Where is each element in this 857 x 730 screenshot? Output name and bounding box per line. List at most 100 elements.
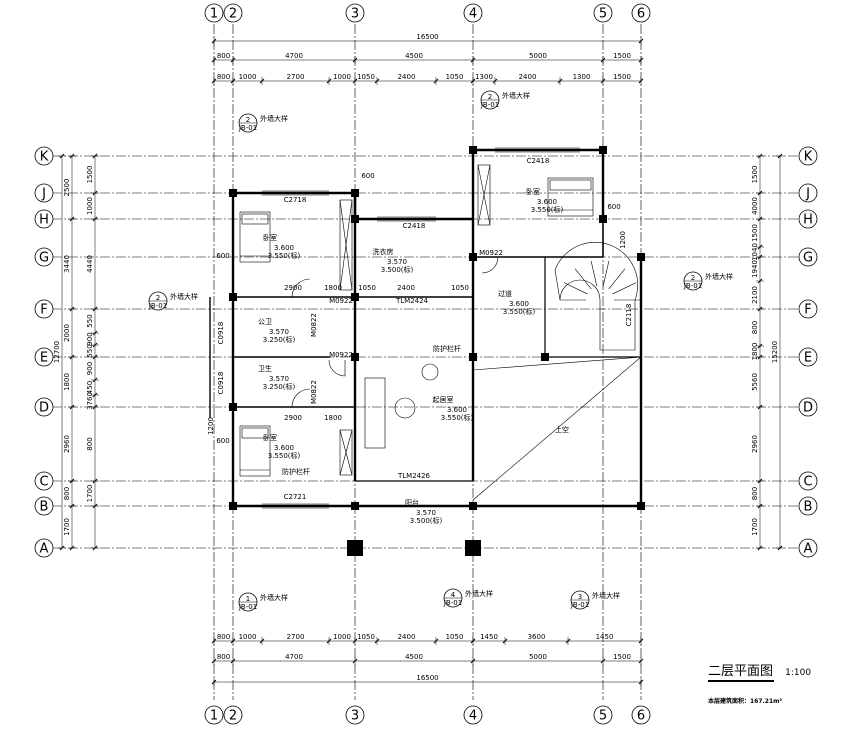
axis-bubble: 5 bbox=[593, 3, 613, 23]
axis-label: E bbox=[40, 351, 48, 366]
axis-bubble: F bbox=[34, 299, 54, 319]
axis-label: 6 bbox=[637, 7, 645, 22]
door-code: M0922 bbox=[329, 297, 353, 305]
axis-label: H bbox=[803, 213, 813, 228]
dim-right-outer: 1940 bbox=[751, 260, 759, 278]
dim-slash bbox=[352, 78, 358, 84]
axis-bubble: K bbox=[34, 146, 54, 166]
room-elev-study: 3.600 bbox=[447, 406, 467, 414]
axis-circle bbox=[631, 705, 651, 725]
dim-bottom-row1: 1000 bbox=[239, 633, 257, 641]
dim-slash bbox=[600, 658, 606, 664]
axis-bubble: B bbox=[798, 496, 818, 516]
axis-circle bbox=[345, 3, 365, 23]
axis-circle bbox=[34, 496, 54, 516]
dim-slash bbox=[259, 78, 265, 84]
dim-slash bbox=[69, 545, 75, 551]
dim-slash bbox=[374, 638, 380, 644]
dim-slash bbox=[92, 392, 98, 398]
window-code: C2418 bbox=[403, 222, 426, 230]
dim-slash bbox=[374, 78, 380, 84]
column bbox=[351, 189, 359, 197]
room-name-bath1: 公卫 bbox=[258, 318, 272, 326]
axis-bubble: F bbox=[798, 299, 818, 319]
bed bbox=[547, 177, 594, 217]
dim-slash bbox=[92, 404, 98, 410]
room-name-balcony: 阳台 bbox=[405, 498, 419, 507]
dim-top-row3: 1500 bbox=[613, 73, 631, 81]
axis-circle bbox=[463, 3, 483, 23]
axis-bubble: D bbox=[798, 397, 818, 417]
dim-bottom-row1: 2700 bbox=[287, 633, 305, 641]
axis-circle bbox=[345, 705, 365, 725]
dim-slash bbox=[59, 153, 65, 159]
dim-top-row3: 1050 bbox=[357, 73, 375, 81]
dim-top-row3: 2700 bbox=[287, 73, 305, 81]
axis-bubble: A bbox=[798, 538, 818, 558]
void-diagonal bbox=[472, 356, 642, 501]
column bbox=[465, 540, 481, 556]
dim-slash bbox=[92, 216, 98, 222]
dim-right-outer: 1500 bbox=[751, 224, 759, 242]
dim-slash bbox=[211, 658, 217, 664]
column bbox=[637, 502, 645, 510]
dim-left-mid: 1700 bbox=[86, 485, 94, 503]
window-c2718 bbox=[262, 190, 329, 196]
axis-bubble: H bbox=[34, 209, 54, 229]
callout-num: 2 bbox=[488, 93, 492, 101]
dim-right-outer: 800 bbox=[751, 321, 759, 334]
wardrobe-x bbox=[339, 199, 353, 291]
dim-slash bbox=[638, 658, 644, 664]
dim-right-outer: 1700 bbox=[751, 518, 759, 536]
door-swing bbox=[481, 256, 499, 274]
dim-interior: 2900 bbox=[284, 284, 302, 292]
room-name-bath2: 卫生 bbox=[258, 364, 272, 373]
dim-slash bbox=[59, 545, 65, 551]
dim-bottom-row1: 1000 bbox=[333, 633, 351, 641]
axis-circle bbox=[798, 183, 818, 203]
dim-top-row3: 2400 bbox=[519, 73, 537, 81]
rail-label: 防护栏杆 bbox=[433, 344, 461, 353]
dim-left-mid: 800 bbox=[86, 437, 94, 450]
axis-bubble: E bbox=[798, 347, 818, 367]
callout-num: 2 bbox=[246, 116, 250, 124]
dim-slash bbox=[492, 78, 498, 84]
axis-label: A bbox=[40, 542, 49, 557]
dim-right-outer: 2960 bbox=[751, 435, 759, 453]
dim-slash bbox=[757, 478, 763, 484]
dim-interior: 600 bbox=[216, 252, 229, 260]
dim-bottom-row1: 2400 bbox=[398, 633, 416, 641]
axis-bubble: 4 bbox=[463, 3, 483, 23]
axis-label: K bbox=[804, 150, 813, 165]
dim-right-outer: 4000 bbox=[751, 197, 759, 215]
dim-slash bbox=[757, 306, 763, 312]
dim-slash bbox=[211, 679, 217, 685]
dim-right-outer: 800 bbox=[751, 487, 759, 500]
wardrobe-box bbox=[477, 164, 491, 226]
callout-num: 4 bbox=[451, 591, 456, 599]
axis-circle bbox=[223, 705, 243, 725]
dim-left-mid: 450 bbox=[86, 381, 94, 394]
dim-bottom-row2: 1500 bbox=[613, 653, 631, 661]
dim-right-outer: 1040 bbox=[751, 243, 759, 261]
dim-top-total: 16500 bbox=[416, 33, 438, 41]
axis-circle bbox=[798, 209, 818, 229]
dim-left-mid: 900 bbox=[86, 332, 94, 345]
study-chair bbox=[421, 363, 439, 381]
dim-interior: 2900 bbox=[284, 414, 302, 422]
axis-circle bbox=[798, 538, 818, 558]
axis-label: 2 bbox=[229, 7, 237, 22]
dim-right-outer: 1800 bbox=[751, 343, 759, 361]
axis-label: G bbox=[39, 251, 49, 266]
column bbox=[469, 253, 477, 261]
dim-bottom-row1: 1450 bbox=[596, 633, 614, 641]
dim-slash bbox=[600, 78, 606, 84]
column bbox=[599, 146, 607, 154]
room-name-laundry: 洗衣房 bbox=[373, 247, 394, 256]
callout-ref: JB-01 bbox=[683, 282, 702, 290]
axis-label: 1 bbox=[210, 7, 218, 22]
door-code: M0922 bbox=[329, 351, 353, 359]
dim-slash bbox=[352, 57, 358, 63]
